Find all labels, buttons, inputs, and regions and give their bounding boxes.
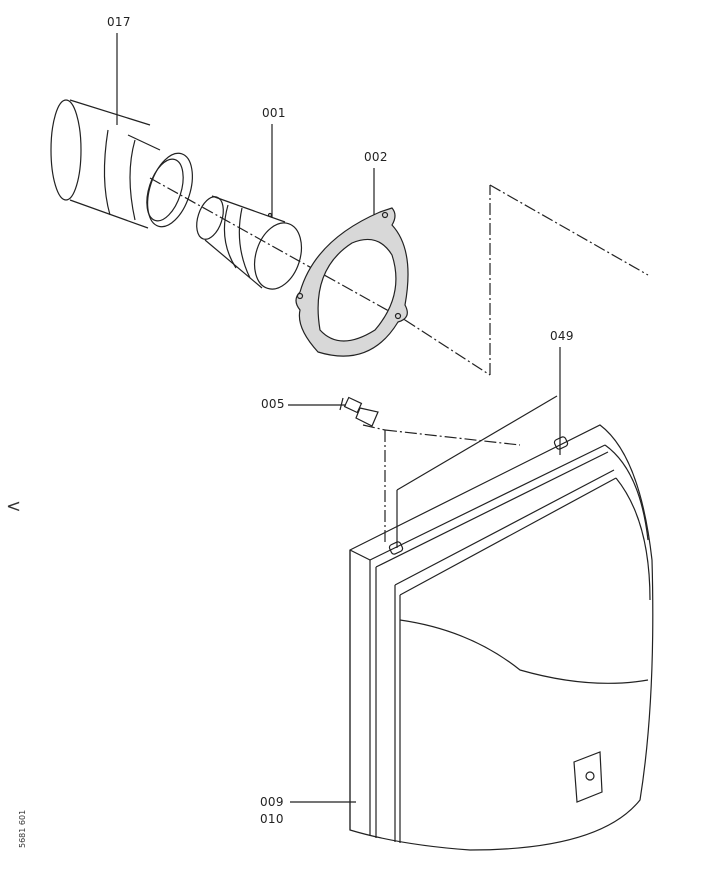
part-label-049: 049 xyxy=(550,329,574,343)
part-017-tube xyxy=(50,99,193,229)
leader-lines xyxy=(116,33,561,803)
document-number: 5681 601 xyxy=(18,809,27,848)
part-label-001: 001 xyxy=(262,106,286,120)
part-label-017: 017 xyxy=(107,15,131,29)
part-002-gasket xyxy=(295,207,409,357)
part-label-009: 009 xyxy=(260,795,284,809)
part-label-002: 002 xyxy=(364,150,388,164)
part-001-nozzle xyxy=(196,195,303,290)
assembly-axis-lines xyxy=(149,177,649,545)
part-label-005: 005 xyxy=(261,397,285,411)
part-009-housing xyxy=(349,424,654,851)
part-label-010: 010 xyxy=(260,812,284,826)
part-005-valve xyxy=(339,396,379,427)
previous-page-button[interactable]: < xyxy=(6,496,22,517)
